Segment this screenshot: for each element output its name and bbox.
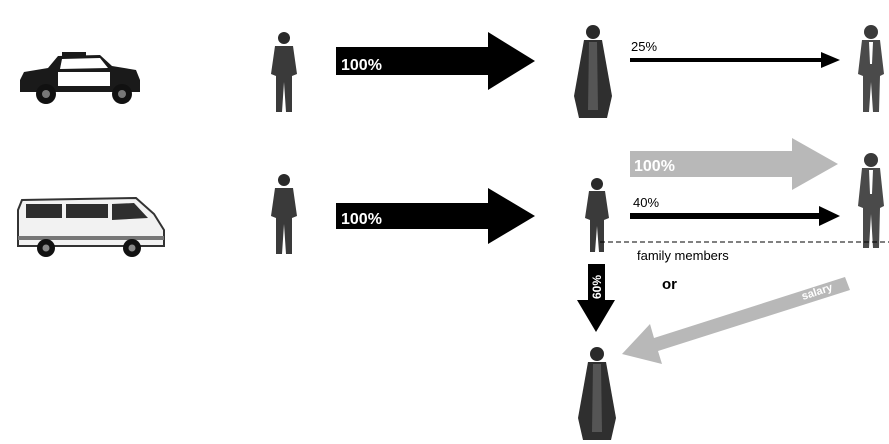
main-arrow-row2-label: 100%: [341, 211, 382, 228]
family-member-icon: [585, 178, 609, 252]
driver-icon: [271, 174, 297, 254]
grey-arrow-row2-label: 100%: [634, 158, 675, 175]
taxi-icon: [20, 52, 140, 104]
share-arrow-row2-label: 40%: [633, 195, 659, 210]
driver-icon: [271, 32, 297, 112]
minibus-icon: [18, 198, 164, 257]
suited-man-icon: [858, 153, 884, 248]
suited-man-icon: [858, 25, 884, 112]
share-arrow-row1: 25%: [630, 39, 840, 68]
main-arrow-row2: 100%: [336, 188, 535, 244]
robed-owner-icon: [574, 25, 612, 118]
down-arrow-60: 60%: [577, 264, 615, 332]
down-arrow-60-label: 60%: [590, 275, 604, 299]
share-arrow-row2: 40%: [630, 195, 840, 226]
salary-arrow: salary: [622, 277, 850, 364]
share-arrow-row1-label: 25%: [631, 39, 657, 54]
robed-owner-icon: [578, 347, 616, 440]
main-arrow-row1-label: 100%: [341, 57, 382, 74]
grey-arrow-row2: 100%: [630, 138, 838, 190]
family-members-label: family members: [637, 248, 729, 263]
or-label: or: [662, 276, 677, 293]
main-arrow-row1: 100%: [336, 32, 535, 90]
